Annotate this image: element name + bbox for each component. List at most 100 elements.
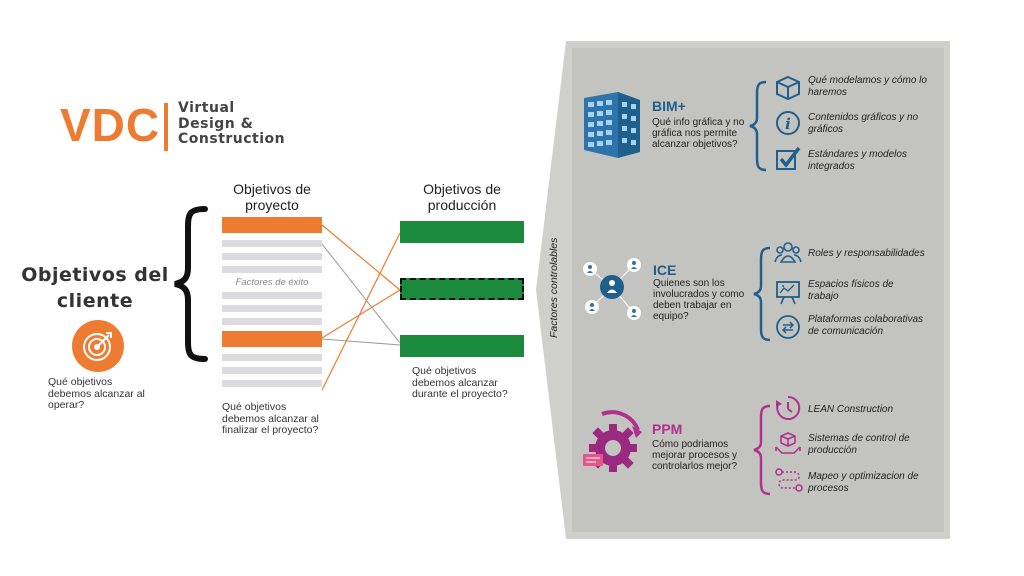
hand-box-icon <box>774 431 802 464</box>
text-line: Roles y responsabilidades <box>808 248 925 259</box>
text-line: Plataformas colaborativas <box>808 314 924 325</box>
text-line: integrados <box>808 160 855 172</box>
text-line: Espacios físicos de <box>808 279 894 290</box>
text-line: Contenidos gráficos y no <box>808 112 919 123</box>
bim-item-2: Contenidos gráficos y no gráficos <box>808 112 918 135</box>
bim-description: Qué info gráfica y no gráfica nos permit… <box>652 117 744 150</box>
ppm-item-1: LEAN Construction <box>808 404 893 416</box>
client-question: Qué objetivos debemos alcanzar al operar… <box>48 376 145 412</box>
text-line: gráficos <box>808 123 844 135</box>
path-icon <box>774 466 804 499</box>
project-objectives-heading: Objetivos de proyecto <box>214 181 330 213</box>
client-objectives-title: Objetivos del cliente <box>14 262 176 314</box>
text-line: trabajo <box>808 290 839 302</box>
client-brace <box>174 206 208 362</box>
process-gear-icon <box>580 408 646 483</box>
production-question: Qué objetivos debemos alcanzar durante e… <box>412 365 508 401</box>
text-line: finalizar el proyecto? <box>222 424 319 436</box>
factor-bar <box>222 367 322 374</box>
info-icon: i <box>774 109 802 142</box>
text-line: controlarlos mejor? <box>652 461 738 472</box>
production-objectives-heading: Objetivos de producción <box>400 181 524 213</box>
client-title-line-1: Objetivos del <box>21 264 169 286</box>
bim-item-3: Estándares y modelos integrados <box>808 149 907 172</box>
sync-icon <box>774 313 802 346</box>
client-title-line-2: cliente <box>56 290 134 312</box>
svg-text:i: i <box>785 115 791 133</box>
project-question: Qué objetivos debemos alcanzar al finali… <box>222 401 319 437</box>
text-line: debemos alcanzar al <box>48 387 145 400</box>
bim-title: BIM+ <box>652 98 686 114</box>
logo-line-3: Construction <box>178 131 286 147</box>
vdc-logo-text: VDC <box>60 99 161 151</box>
ppm-description: Cómo podriamos mejorar procesos y contro… <box>652 439 737 472</box>
factor-bar <box>222 354 322 361</box>
group-icon <box>774 240 802 271</box>
text-line: Estándares y modelos <box>808 149 907 160</box>
factor-bar <box>222 305 322 312</box>
text-line: deben trabajar en <box>653 300 732 311</box>
text-line: Qué modelamos y cómo lo <box>808 75 927 86</box>
cube-icon <box>774 74 802 107</box>
ppm-brace <box>753 404 771 496</box>
production-objective-bar-1 <box>400 221 524 243</box>
timer-icon <box>774 394 802 427</box>
ice-description: Quienes son los involucrados y como debe… <box>653 278 744 322</box>
whiteboard-icon <box>774 278 802 311</box>
ice-item-3: Plataformas colaborativas de comunicació… <box>808 314 923 337</box>
text-line: mejorar procesos y <box>652 450 738 461</box>
bim-item-1: Qué modelamos y cómo lo haremos <box>808 75 927 98</box>
text-line: Quienes son los <box>653 278 725 289</box>
controllable-factors-label: Factores controlables <box>548 237 560 338</box>
text-line: Qué objetivos <box>222 401 287 413</box>
factor-bar <box>222 240 322 247</box>
logo-line-1: Virtual <box>178 100 235 116</box>
text-line: equipo? <box>653 311 689 322</box>
text-line: operar? <box>48 399 85 411</box>
panel-funnel <box>536 41 566 539</box>
ice-item-2: Espacios físicos de trabajo <box>808 279 894 302</box>
target-icon <box>72 320 124 372</box>
factor-bar <box>222 253 322 260</box>
checkbox-icon <box>774 145 802 178</box>
text-line: Cómo podriamos <box>652 439 729 450</box>
ice-title: ICE <box>653 262 677 278</box>
text-line: Qué objetivos <box>412 365 477 377</box>
logo-line-2: Design & <box>178 115 254 132</box>
ppm-title: PPM <box>652 421 683 437</box>
team-network-icon <box>580 253 646 328</box>
text-line: debemos alcanzar <box>412 376 498 389</box>
ice-item-1: Roles y responsabilidades <box>808 248 925 260</box>
text-line: gráfica nos permite <box>652 128 738 139</box>
text-line: haremos <box>808 86 847 98</box>
text-line: procesos <box>808 482 849 494</box>
logo-subtitle: Virtual Design & Construction <box>178 100 286 148</box>
ppm-item-3: Mapeo y optimizacion de procesos <box>808 471 919 494</box>
text-line: alcanzar objetivos? <box>652 139 738 150</box>
bim-brace <box>749 80 767 172</box>
heading-line: producción <box>427 197 497 213</box>
text-line: producción <box>808 444 857 456</box>
text-line: de comunicación <box>808 325 884 337</box>
heading-line: proyecto <box>245 197 299 213</box>
project-objective-bar-1 <box>222 217 322 233</box>
text-line: Sistemas de control de <box>808 433 910 444</box>
building-icon <box>582 92 642 163</box>
production-objective-bar-2 <box>400 278 524 300</box>
ppm-item-2: Sistemas de control de producción <box>808 433 910 456</box>
factor-bar <box>222 318 322 325</box>
logo-divider <box>164 103 168 151</box>
factor-bar <box>222 266 322 273</box>
project-objective-bar-2 <box>222 331 322 347</box>
text-line: Qué objetivos <box>48 376 113 388</box>
text-line: Mapeo y optimizacion de <box>808 471 919 482</box>
text-line: LEAN Construction <box>808 404 894 415</box>
heading-line: Objetivos de <box>233 181 311 197</box>
factor-bar <box>222 292 322 299</box>
success-factors-label: Factores de éxito <box>235 277 309 288</box>
text-line: involucrados y como <box>653 289 745 300</box>
text-line: debemos alcanzar al <box>222 412 319 425</box>
text-line: Qué info gráfica y no <box>652 117 745 128</box>
production-objective-bar-3 <box>400 335 524 357</box>
